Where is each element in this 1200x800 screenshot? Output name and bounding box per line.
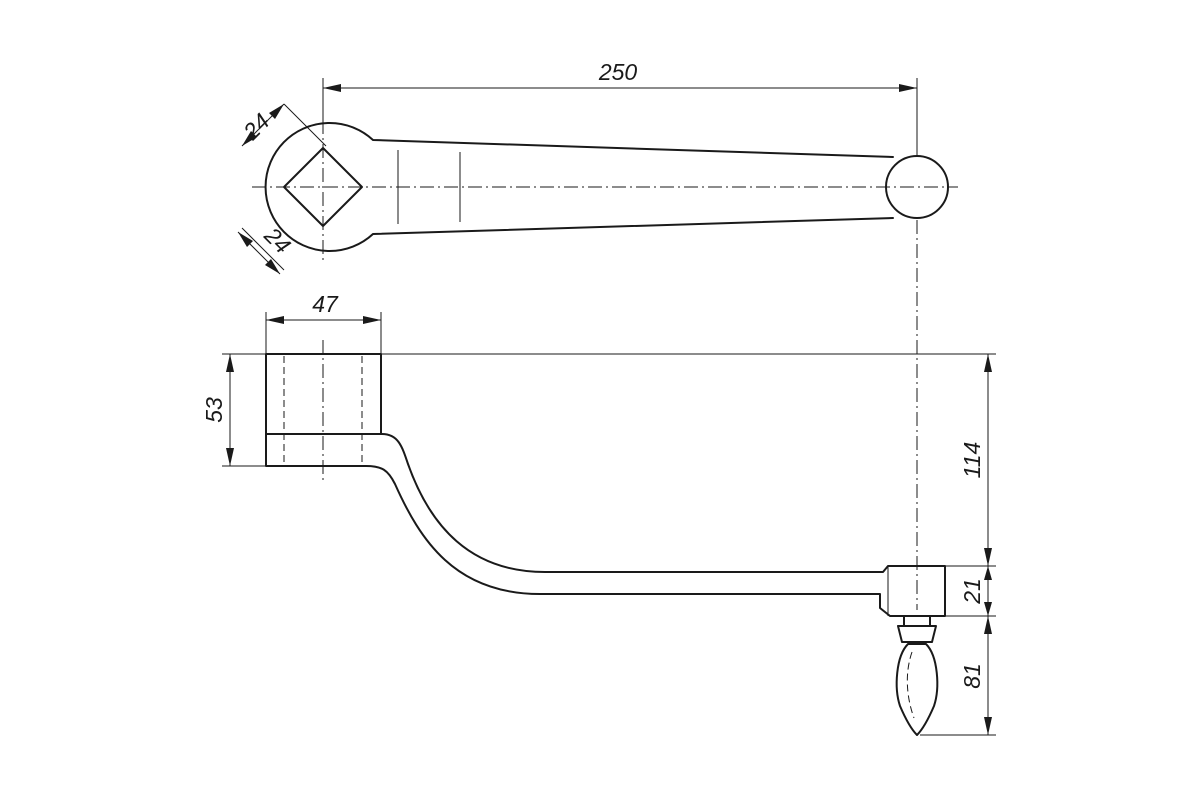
grip-shading — [906, 651, 915, 719]
arrow-21-bottom — [984, 602, 992, 616]
dimension-label-21: 21 — [959, 578, 985, 605]
arrow-250-left — [323, 84, 341, 92]
dimension-label-24-bottom: 24 — [259, 221, 296, 258]
grip-neck — [903, 615, 931, 627]
arrow-24-bottom-a — [238, 232, 253, 247]
arrow-250-right — [899, 84, 917, 92]
lever-outline — [264, 122, 894, 252]
arrow-24-top-a — [242, 131, 257, 146]
extension-line-24-top-a — [283, 103, 327, 147]
arrow-21-top — [984, 566, 992, 580]
side-view: 47 53 114 21 81 — [201, 291, 996, 736]
arrow-47-left — [266, 316, 284, 324]
arrow-53-top — [226, 354, 234, 372]
crank-arm — [265, 433, 946, 617]
handle-grip — [895, 615, 939, 736]
dimension-label-47: 47 — [312, 291, 339, 317]
square-socket — [283, 147, 363, 227]
grip-collar — [897, 625, 937, 643]
arrow-53-bottom — [226, 448, 234, 466]
arrow-114-top — [984, 354, 992, 372]
arrow-24-top-b — [269, 104, 284, 119]
arrow-81-top — [984, 616, 992, 634]
dimension-label-250: 250 — [598, 59, 638, 85]
arrow-47-right — [363, 316, 381, 324]
extension-line-24-bottom — [241, 227, 285, 271]
dimension-label-24-top: 24 — [237, 108, 274, 145]
arrow-114-bottom — [984, 548, 992, 566]
grip-body — [895, 643, 939, 736]
arrow-81-bottom — [984, 717, 992, 735]
dimension-label-81: 81 — [959, 663, 985, 689]
dimension-label-53: 53 — [201, 397, 227, 423]
dimension-label-114: 114 — [959, 442, 985, 479]
arrow-24-bottom-b — [265, 259, 280, 274]
top-view: 250 24 24 — [237, 59, 958, 275]
